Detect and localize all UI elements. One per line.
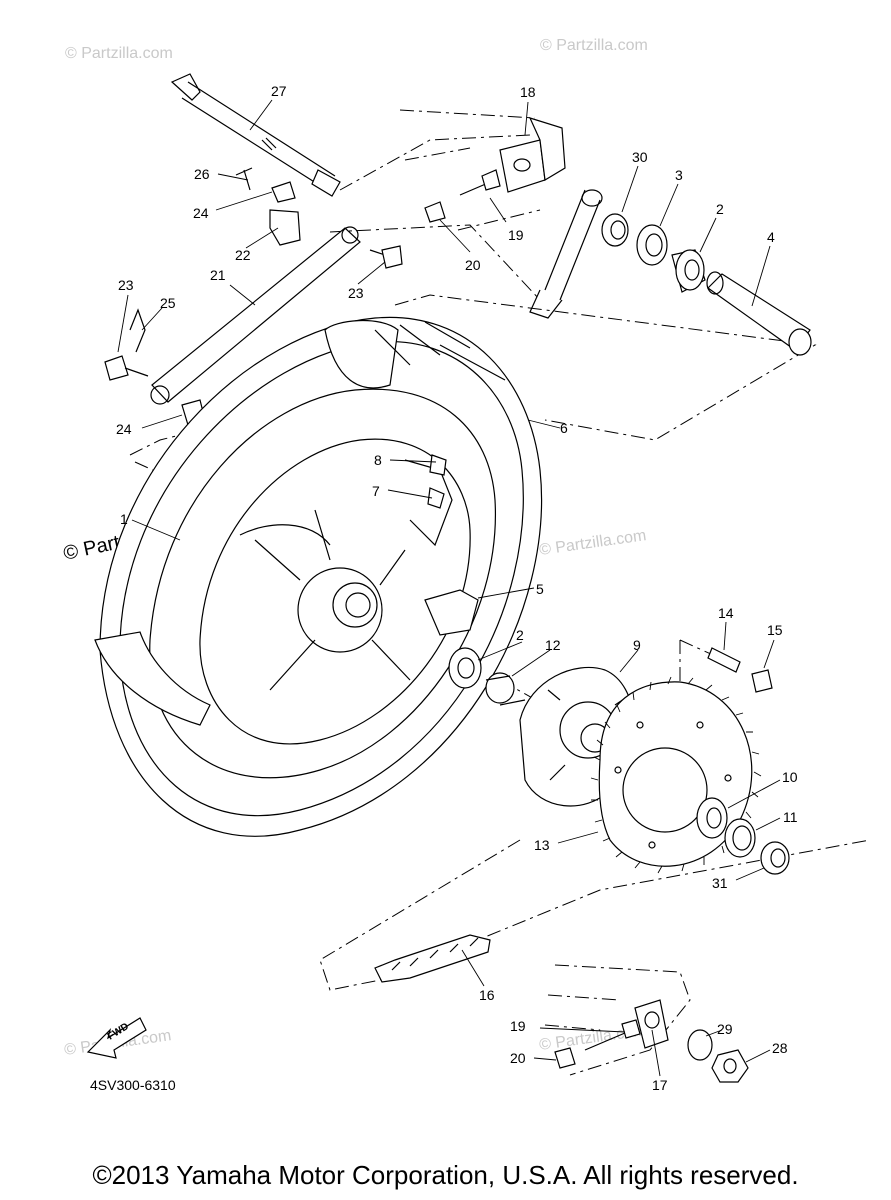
callout-19-upper: 19 bbox=[508, 227, 524, 243]
drawing-code: 4SV300-6310 bbox=[90, 1077, 176, 1093]
copyright-notice: ©2013 Yamaha Motor Corporation, U.S.A. A… bbox=[92, 1160, 799, 1190]
left-hub-parts bbox=[424, 589, 515, 704]
callout-31: 31 bbox=[712, 875, 728, 891]
callout-29: 29 bbox=[717, 1021, 733, 1037]
callout-6: 6 bbox=[560, 420, 568, 436]
callout-20-upper: 20 bbox=[465, 257, 481, 273]
callout-23-right: 23 bbox=[348, 285, 364, 301]
callout-22: 22 bbox=[235, 247, 251, 263]
watermark-top-right: © Partzilla.com bbox=[540, 37, 648, 54]
rear-axle bbox=[170, 73, 341, 197]
callout-20-lower: 20 bbox=[510, 1050, 526, 1066]
callout-8: 8 bbox=[374, 452, 382, 468]
callout-17: 17 bbox=[652, 1077, 668, 1093]
callout-24-lower: 24 bbox=[116, 421, 132, 437]
leader-lines bbox=[117, 99, 781, 1077]
callout-labels: 27 18 30 3 2 4 26 24 22 19 20 23 21 23 2… bbox=[116, 83, 798, 1093]
callout-27: 27 bbox=[271, 83, 287, 99]
callout-4: 4 bbox=[767, 229, 775, 245]
callout-19-lower: 19 bbox=[510, 1018, 526, 1034]
callout-24-upper: 24 bbox=[193, 205, 209, 221]
callout-15: 15 bbox=[767, 622, 783, 638]
sprocket-hardware bbox=[696, 647, 790, 875]
callout-18: 18 bbox=[520, 84, 536, 100]
watermark-right-center: © Partzilla.com bbox=[538, 527, 647, 559]
callout-11: 11 bbox=[783, 809, 798, 825]
callout-2-lower: 2 bbox=[516, 627, 524, 643]
callout-2-upper: 2 bbox=[716, 201, 724, 217]
callout-12: 12 bbox=[545, 637, 561, 653]
callout-26: 26 bbox=[194, 166, 210, 182]
watermark-top-left: © Partzilla.com bbox=[65, 45, 173, 62]
callout-28: 28 bbox=[772, 1040, 788, 1056]
callout-7: 7 bbox=[372, 483, 380, 499]
callout-16: 16 bbox=[479, 987, 495, 1003]
callout-21: 21 bbox=[210, 267, 226, 283]
right-hub-parts bbox=[601, 213, 812, 356]
callout-5: 5 bbox=[536, 581, 544, 597]
callout-3: 3 bbox=[675, 167, 683, 183]
parts-diagram: © Partzilla.com © Partzilla.com © Partzi… bbox=[61, 37, 871, 1093]
rear-wheel bbox=[94, 316, 543, 837]
callout-30: 30 bbox=[632, 149, 648, 165]
callout-10: 10 bbox=[782, 769, 798, 785]
callout-9: 9 bbox=[633, 637, 641, 653]
drive-chain bbox=[374, 934, 491, 983]
callout-23-left: 23 bbox=[118, 277, 134, 293]
callout-14: 14 bbox=[718, 605, 734, 621]
callout-13: 13 bbox=[534, 837, 550, 853]
lower-chain-puller bbox=[554, 999, 749, 1083]
callout-25: 25 bbox=[160, 295, 176, 311]
callout-1: 1 bbox=[120, 511, 128, 527]
chain-puller-assembly bbox=[424, 117, 603, 319]
